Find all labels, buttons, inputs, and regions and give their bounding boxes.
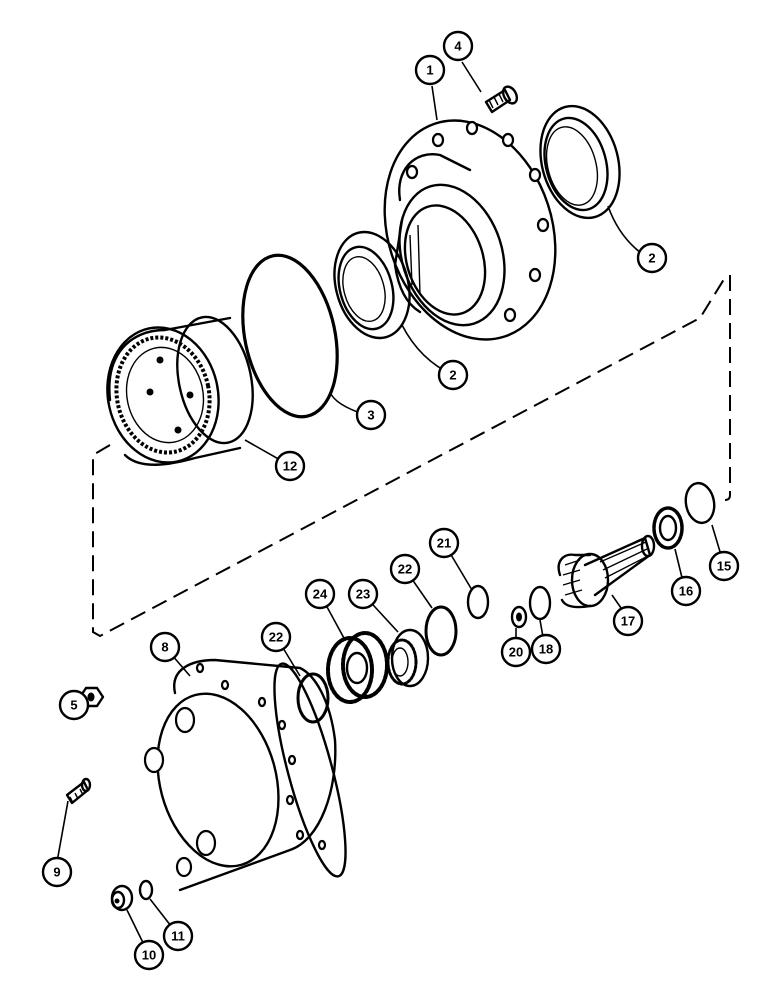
callout-5: 5 bbox=[58, 689, 90, 721]
bearing-right[interactable] bbox=[529, 97, 632, 227]
callout-22-upper: 22 bbox=[389, 553, 421, 585]
svg-text:10: 10 bbox=[142, 948, 156, 963]
lock-washer[interactable] bbox=[510, 605, 528, 629]
svg-text:15: 15 bbox=[717, 559, 731, 574]
thrust-washer[interactable] bbox=[652, 506, 684, 550]
svg-text:16: 16 bbox=[679, 584, 693, 599]
svg-text:2: 2 bbox=[648, 251, 655, 266]
callout-17: 17 bbox=[612, 605, 644, 637]
retaining-ring-18[interactable] bbox=[528, 585, 552, 621]
needle-bearing[interactable] bbox=[386, 628, 430, 688]
plug-o-ring[interactable] bbox=[138, 879, 154, 901]
svg-text:4: 4 bbox=[454, 39, 462, 54]
callout-23: 23 bbox=[347, 578, 379, 610]
planet-gear[interactable] bbox=[326, 631, 389, 704]
wheel-stud[interactable] bbox=[484, 84, 520, 114]
callout-20: 20 bbox=[500, 636, 532, 668]
leader-lines bbox=[56, 61, 725, 956]
callout-21: 21 bbox=[428, 527, 460, 559]
callout-1: 1 bbox=[414, 54, 446, 86]
callout-8: 8 bbox=[149, 631, 181, 663]
ring-gear[interactable] bbox=[95, 310, 263, 473]
sun-gear-shaft[interactable] bbox=[557, 534, 656, 609]
svg-text:23: 23 bbox=[356, 587, 370, 602]
svg-text:22: 22 bbox=[269, 630, 283, 645]
svg-text:24: 24 bbox=[313, 587, 328, 602]
svg-text:12: 12 bbox=[283, 459, 297, 474]
plug[interactable] bbox=[110, 884, 134, 912]
svg-text:11: 11 bbox=[171, 929, 185, 944]
svg-text:8: 8 bbox=[161, 640, 168, 655]
flange-bolt-holes bbox=[405, 120, 550, 323]
svg-text:3: 3 bbox=[367, 408, 374, 423]
callout-16: 16 bbox=[670, 575, 702, 607]
thrust-washer-22-upper[interactable] bbox=[424, 605, 458, 657]
screw[interactable] bbox=[65, 777, 92, 805]
planet-carrier[interactable] bbox=[139, 658, 360, 892]
callout-4: 4 bbox=[442, 30, 474, 62]
thrust-washer-22-lower[interactable] bbox=[296, 672, 330, 724]
svg-text:1: 1 bbox=[426, 63, 433, 78]
callout-11: 11 bbox=[162, 920, 194, 952]
callout-12: 12 bbox=[274, 450, 306, 482]
callout-10: 10 bbox=[133, 939, 165, 971]
svg-text:22: 22 bbox=[398, 562, 412, 577]
callout-3: 3 bbox=[355, 399, 387, 431]
svg-text:17: 17 bbox=[621, 614, 635, 629]
callout-2-right: 2 bbox=[636, 242, 668, 274]
svg-text:9: 9 bbox=[53, 865, 60, 880]
svg-text:21: 21 bbox=[437, 536, 451, 551]
callout-9: 9 bbox=[41, 856, 73, 888]
hub-housing[interactable] bbox=[357, 98, 582, 362]
o-ring[interactable] bbox=[229, 246, 351, 425]
callout-15: 15 bbox=[708, 550, 740, 582]
svg-text:18: 18 bbox=[539, 642, 553, 657]
snap-ring[interactable] bbox=[683, 481, 718, 525]
assembly-group-dashed-line bbox=[92, 275, 731, 638]
svg-text:5: 5 bbox=[70, 698, 77, 713]
callout-24: 24 bbox=[304, 578, 336, 610]
svg-text:20: 20 bbox=[509, 645, 523, 660]
callout-18: 18 bbox=[530, 633, 562, 665]
callout-2-left: 2 bbox=[437, 359, 469, 391]
snap-ring-21[interactable] bbox=[466, 584, 490, 620]
callout-22-lower: 22 bbox=[260, 621, 292, 653]
bearing-left[interactable] bbox=[323, 224, 420, 347]
svg-text:2: 2 bbox=[449, 368, 456, 383]
